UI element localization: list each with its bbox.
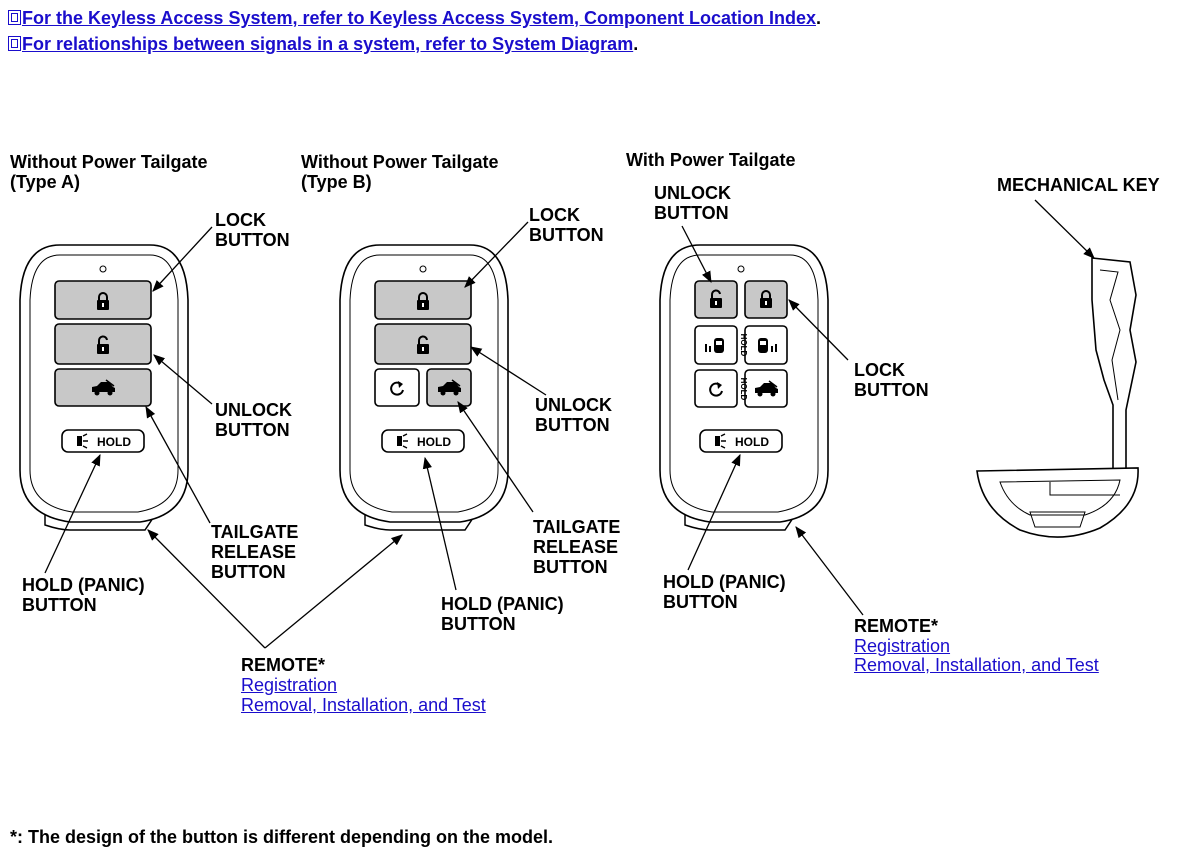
hold-button-text-a: HOLD: [97, 435, 131, 449]
fob-a-title-line2: (Type A): [10, 172, 80, 192]
remote-label-left: REMOTE*: [241, 655, 326, 675]
hold-button-text-c: HOLD: [735, 435, 769, 449]
fob-c-lock-label: LOCK BUTTON: [854, 360, 929, 400]
header-link-component-location[interactable]: For the Keyless Access System, refer to …: [8, 8, 821, 29]
page-icon: [8, 36, 21, 51]
fob-a-title-line1: Without Power Tailgate: [10, 152, 208, 172]
footnote: *: The design of the button is different…: [10, 827, 553, 847]
leader-lines: [44, 199, 1095, 649]
fob-b-title-line2: (Type B): [301, 172, 372, 192]
fob-a-hold-label: HOLD (PANIC) BUTTON: [22, 575, 145, 615]
hold-button-text-b: HOLD: [417, 435, 451, 449]
removal-link-right[interactable]: Removal, Installation, and Test: [854, 655, 1099, 675]
page-icon: [8, 10, 21, 25]
fob-c-unlock-label: UNLOCK BUTTON: [654, 183, 731, 223]
fob-b-hold-label: HOLD (PANIC) BUTTON: [441, 594, 564, 634]
fob-type-a: [19, 244, 189, 531]
registration-link-left[interactable]: Registration: [241, 675, 338, 695]
remote-label-right: REMOTE*: [854, 616, 939, 636]
fob-b-tailgate-label: TAILGATE RELEASE BUTTON: [533, 517, 621, 577]
fob-b-unlock-label: UNLOCK BUTTON: [535, 395, 612, 435]
mechanical-key-label: MECHANICAL KEY: [997, 175, 1160, 195]
registration-link-right[interactable]: Registration: [854, 636, 951, 656]
fob-b-title-line1: Without Power Tailgate: [301, 152, 499, 172]
hold-vertical-text-1: HOLD: [739, 334, 748, 357]
fob-power-tailgate: [659, 244, 829, 531]
fob-type-b: [339, 244, 509, 531]
removal-link-left[interactable]: Removal, Installation, and Test: [241, 695, 486, 715]
fob-c-title: With Power Tailgate: [626, 150, 796, 170]
hold-vertical-text-2: HOLD: [739, 378, 748, 401]
fob-a-unlock-label: UNLOCK BUTTON: [215, 400, 292, 440]
mechanical-key: [976, 257, 1139, 538]
fob-b-lock-label: LOCK BUTTON: [529, 205, 604, 245]
header-link-system-diagram[interactable]: For relationships between signals in a s…: [8, 34, 638, 55]
fob-a-tailgate-label: TAILGATE RELEASE BUTTON: [211, 522, 299, 582]
fob-c-hold-label: HOLD (PANIC) BUTTON: [663, 572, 786, 612]
fob-a-lock-label: LOCK BUTTON: [215, 210, 290, 250]
